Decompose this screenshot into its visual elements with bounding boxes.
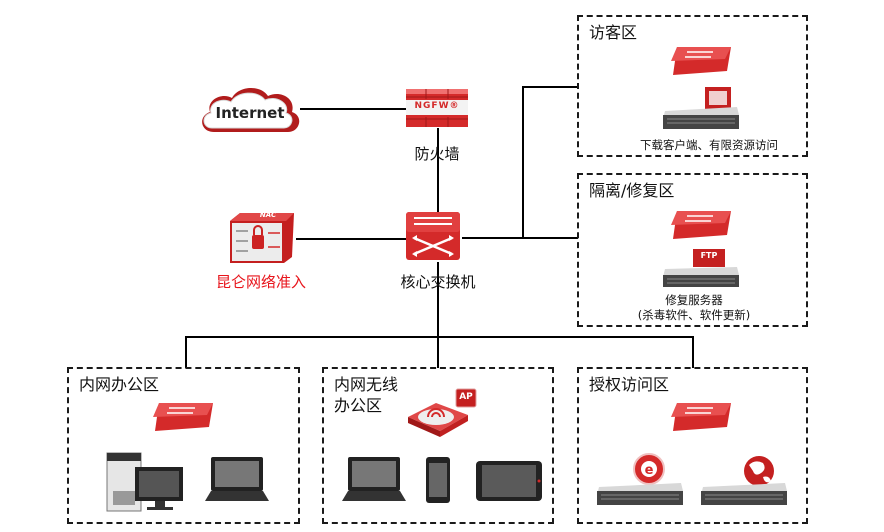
access-switch-icon xyxy=(671,403,731,431)
web-server-icon: e xyxy=(597,453,683,505)
zone-wireless-office-title-2: 办公区 xyxy=(334,396,383,415)
wireless-ap-icon xyxy=(408,388,477,437)
link-core-quarantine xyxy=(462,237,578,239)
core-switch-icon xyxy=(406,212,460,260)
zone-visitor: 访客区 下载客户端、有限资源访问 xyxy=(577,15,808,157)
zone-intranet-office-title: 内网办公区 xyxy=(79,375,160,394)
repair-server-caption-1: 修复服务器 xyxy=(665,293,723,307)
link-bus-intranet xyxy=(185,336,187,368)
zone-visitor-caption: 下载客户端、有限资源访问 xyxy=(640,138,778,152)
internet-label: Internet xyxy=(215,104,285,122)
link-firewall-core xyxy=(437,128,439,213)
core-switch-device xyxy=(404,208,462,262)
zone-visitor-title: 访客区 xyxy=(589,23,638,42)
nac-appliance-icon xyxy=(230,213,294,263)
nac-badge: NAC xyxy=(259,211,277,219)
zone-wireless-office-title-1: 内网无线 xyxy=(334,375,399,394)
nac-device: NAC xyxy=(226,211,296,265)
link-distribution-bus xyxy=(185,336,693,338)
access-switch-icon xyxy=(153,403,213,431)
desktop-pc-icon xyxy=(106,452,183,512)
svg-text:e: e xyxy=(645,463,654,478)
link-internet-firewall xyxy=(300,108,406,110)
ftp-server-icon xyxy=(663,249,739,287)
ap-badge: AP xyxy=(459,392,473,402)
link-branch-visitor-vertical xyxy=(522,86,524,238)
smartphone-icon xyxy=(426,457,450,503)
zone-quarantine-title: 隔离/修复区 xyxy=(589,181,675,200)
link-nac-core xyxy=(296,238,406,240)
firewall-icon xyxy=(406,89,468,127)
zone-authorized: 授权访问区 e xyxy=(577,367,808,524)
zone-authorized-title: 授权访问区 xyxy=(589,375,670,394)
repair-server-caption-2: (杀毒软件、软件更新) xyxy=(637,308,751,322)
firewall-device: NGFW® xyxy=(404,87,470,129)
core-switch-label: 核心交换机 xyxy=(400,273,476,291)
tablet-icon xyxy=(476,461,542,501)
laptop-icon xyxy=(205,457,269,501)
cloud-icon xyxy=(202,87,300,132)
firewall-label: 防火墙 xyxy=(414,145,460,163)
zone-wireless-office: 内网无线 办公区 AP xyxy=(322,367,554,524)
link-branch-visitor-horizontal xyxy=(522,86,578,88)
link-core-down xyxy=(437,262,439,368)
download-server-icon xyxy=(663,87,739,129)
ftp-badge: FTP xyxy=(700,251,718,260)
laptop-icon xyxy=(342,457,406,501)
internet-server-icon xyxy=(701,456,787,505)
firewall-badge: NGFW® xyxy=(414,101,460,111)
link-bus-authorized xyxy=(692,336,694,368)
zone-intranet-office: 内网办公区 xyxy=(67,367,300,524)
access-switch-icon xyxy=(671,211,731,239)
zone-quarantine: 隔离/修复区 FTP 修复服务器 (杀毒软件、软件更新) xyxy=(577,173,808,327)
nac-label: 昆仑网络准入 xyxy=(215,273,306,291)
internet-cloud: Internet xyxy=(196,82,304,138)
access-switch-icon xyxy=(671,47,731,75)
